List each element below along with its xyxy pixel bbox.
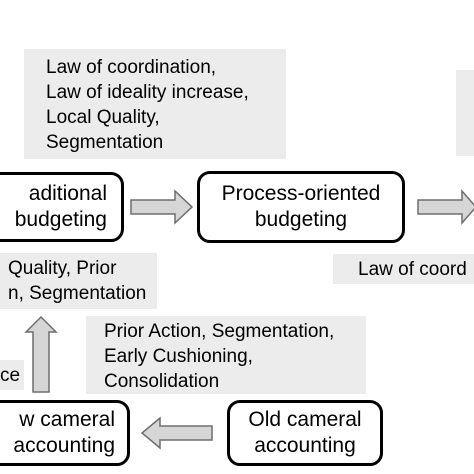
top-right-label-fragment [456, 70, 474, 156]
old-cameral-box-line-1: Old cameral [248, 408, 362, 431]
old-cameral-box-line-2: accounting [254, 434, 356, 457]
arrow-new-cameral-up [24, 315, 58, 393]
process-box-line-2: budgeting [254, 208, 348, 231]
arrow-traditional-to-process [130, 189, 194, 225]
new-cameral-box-line-2: accounting [13, 434, 115, 457]
bottom-left-label-line: ce [0, 365, 21, 386]
left-label-line-1: Quality, Prior [8, 258, 117, 279]
traditional-box-line-2: budgeting [14, 208, 107, 231]
bottom-label-line-2: Early Cushioning, [104, 346, 253, 367]
arrow-old-to-new-cameral [140, 416, 213, 450]
new-cameral-accounting-box: w cameral accounting [0, 400, 130, 466]
bottom-label-line-3: Consolidation [104, 371, 220, 392]
right-label-line-1: Law of coord [358, 259, 467, 280]
right-middle-label: Law of coord [333, 254, 474, 284]
top-label-line-1: Law of coordination, [46, 57, 217, 78]
top-label-line-2: Law of ideality increase, [46, 82, 249, 103]
old-cameral-accounting-box: Old cameral accounting [227, 400, 383, 466]
left-label-line-2: n, Segmentation [8, 283, 147, 304]
top-label-line-3: Local Quality, [46, 107, 160, 128]
process-box-line-1: Process-oriented [221, 182, 381, 205]
top-label-line-4: Segmentation [46, 132, 164, 153]
traditional-budgeting-box: aditional budgeting [0, 172, 124, 242]
process-oriented-budgeting-box: Process-oriented budgeting [197, 171, 405, 243]
bottom-label-line-1: Prior Action, Segmentation, [104, 321, 335, 342]
bottom-center-label: Prior Action, Segmentation, Early Cushio… [86, 316, 366, 394]
left-middle-label: Quality, Prior n, Segmentation [0, 253, 157, 309]
bottom-left-label: ce [0, 360, 24, 390]
traditional-box-line-1: aditional [28, 182, 107, 205]
top-center-label: Law of coordination, Law of ideality inc… [24, 49, 286, 159]
arrow-process-to-right [417, 189, 474, 225]
new-cameral-box-line-1: w cameral [19, 408, 115, 431]
